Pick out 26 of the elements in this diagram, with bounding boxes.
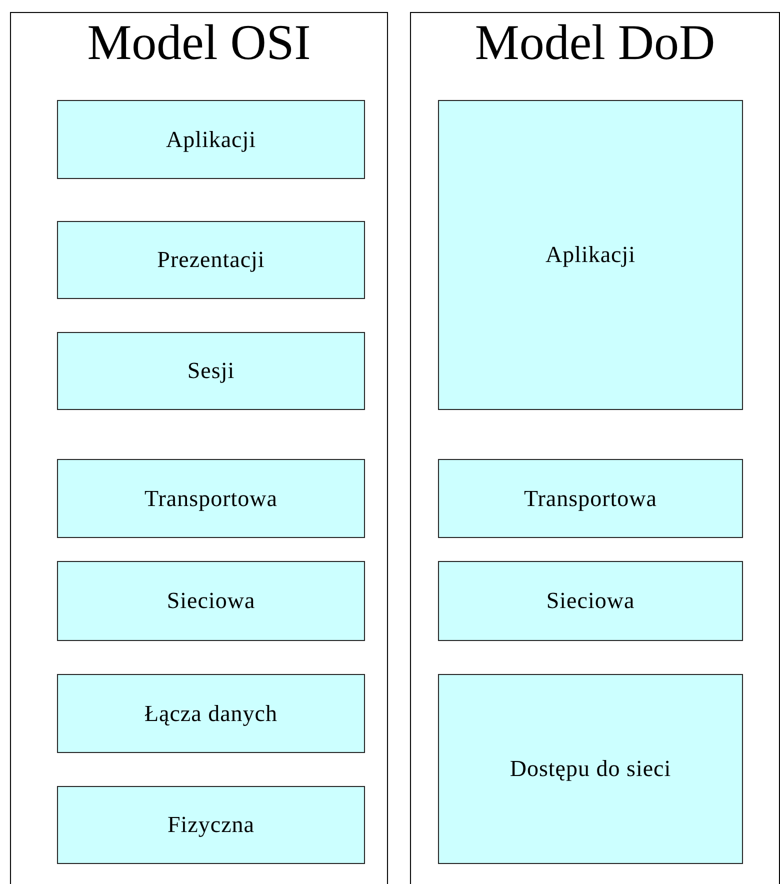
layer-box: [57, 674, 365, 753]
layer-name: Aplikacji: [166, 126, 256, 152]
panel-title: Model DoD: [474, 15, 716, 70]
layer-name: Sieciowa: [546, 588, 635, 614]
model-panel: [10, 12, 388, 884]
layer-box: [57, 332, 365, 410]
layer-name: Łącza danych: [144, 700, 278, 726]
layer-box: [438, 561, 743, 641]
layer-name: Dostępu do sieci: [510, 756, 672, 782]
layer-name: Prezentacji: [157, 247, 265, 273]
layer-box: [438, 459, 743, 538]
panel-title: Model OSI: [86, 15, 312, 70]
layer-name: Sesji: [187, 358, 235, 384]
layer-box: [438, 100, 743, 410]
layer-name: Aplikacji: [545, 242, 636, 268]
layer-box: [57, 459, 365, 538]
layer-box: [438, 674, 743, 864]
layer-box: [57, 786, 365, 864]
model-panel: [410, 12, 780, 884]
layer-name: Sieciowa: [166, 588, 256, 614]
layer-box: [57, 221, 365, 299]
layer-name: Fizyczna: [167, 812, 254, 838]
layer-name: Transportowa: [144, 486, 278, 512]
layer-box: [57, 100, 365, 179]
layer-box: [57, 561, 365, 641]
layer-name: Transportowa: [524, 486, 657, 512]
